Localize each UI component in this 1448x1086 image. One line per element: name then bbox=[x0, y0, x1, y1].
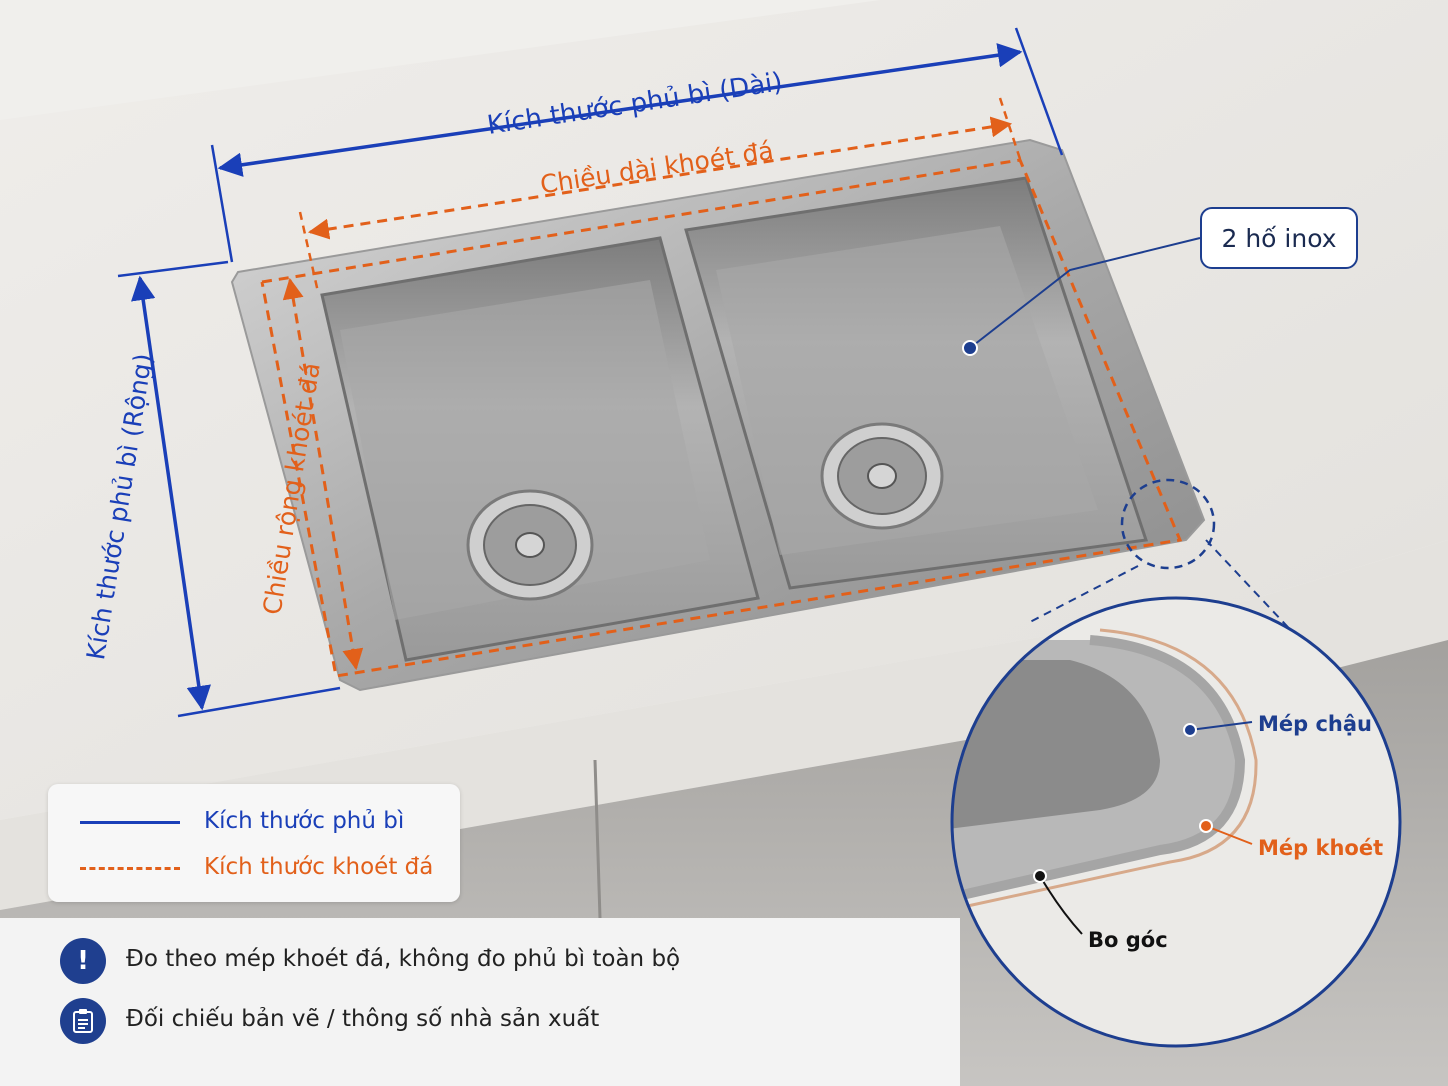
note-compare: Đối chiếu bản vẽ / thông số nhà sản xuất bbox=[60, 998, 940, 1044]
zoom-detail bbox=[950, 596, 1402, 1048]
legend: Kích thước phủ bì Kích thước khoét đá bbox=[48, 784, 460, 902]
corner-highlight bbox=[1120, 478, 1216, 570]
left-drain bbox=[466, 489, 594, 601]
note-measure-text: Đo theo mép khoét đá, không đo phủ bì to… bbox=[126, 946, 681, 972]
right-drain bbox=[820, 422, 944, 530]
legend-cutout-label: Kích thước khoét đá bbox=[204, 854, 434, 880]
rounded-corner-label: Bo góc bbox=[1088, 928, 1168, 952]
note-measure: ! Đo theo mép khoét đá, không đo phủ bì … bbox=[60, 938, 940, 984]
overall-width-line bbox=[131, 275, 211, 711]
bowls-label: 2 hố inox bbox=[1200, 207, 1358, 269]
solid-line-swatch bbox=[80, 821, 180, 824]
legend-overall: Kích thước phủ bì bbox=[48, 802, 460, 842]
legend-overall-label: Kích thước phủ bì bbox=[204, 808, 405, 834]
exclamation-icon: ! bbox=[60, 938, 106, 984]
legend-cutout: Kích thước khoét đá bbox=[48, 848, 460, 888]
sink-rim-label: Mép chậu bbox=[1258, 712, 1372, 736]
notes-panel: ! Đo theo mép khoét đá, không đo phủ bì … bbox=[0, 918, 960, 1086]
dashed-line-swatch bbox=[80, 867, 180, 870]
clipboard-icon bbox=[60, 998, 106, 1044]
note-compare-text: Đối chiếu bản vẽ / thông số nhà sản xuất bbox=[126, 1006, 600, 1032]
cutout-width-line bbox=[282, 277, 364, 671]
cutout-edge-label: Mép khoét bbox=[1258, 836, 1383, 860]
